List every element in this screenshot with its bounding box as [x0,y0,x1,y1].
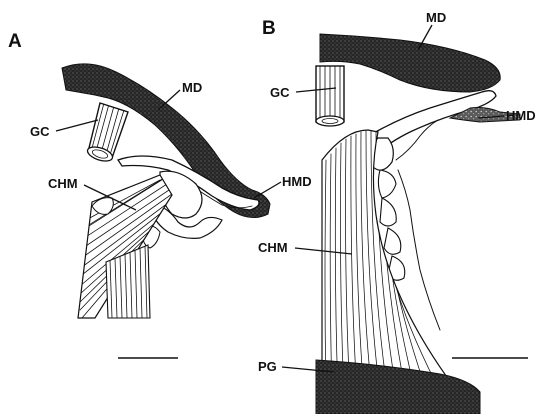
panel-b-label-pg: PG [258,359,277,374]
panel-b-label-md: MD [426,10,446,25]
panel-a-letter: A [8,31,22,52]
panel-b-label-gc: GC [270,85,290,100]
panel-a-label-chm: CHM [48,176,78,191]
panel-a-label-hmd: HMD [282,174,312,189]
panel-a-leader-gc [56,120,98,131]
panel-a-label-gc: GC [30,124,50,139]
panel-b: B [258,10,536,414]
panel-b-pg-band [316,360,480,414]
panel-b-gc-shape [316,66,344,126]
panel-a-gc-shape [86,103,128,164]
panel-b-label-hmd: HMD [506,108,536,123]
panel-a-label-md: MD [182,80,202,95]
panel-b-mandible [320,34,500,92]
panel-a-leader-hmd [254,182,281,198]
panel-b-letter: B [262,18,276,39]
panel-a-chm-shape [70,175,172,318]
panel-b-label-chm: CHM [258,240,288,255]
panel-a: A [8,31,312,358]
